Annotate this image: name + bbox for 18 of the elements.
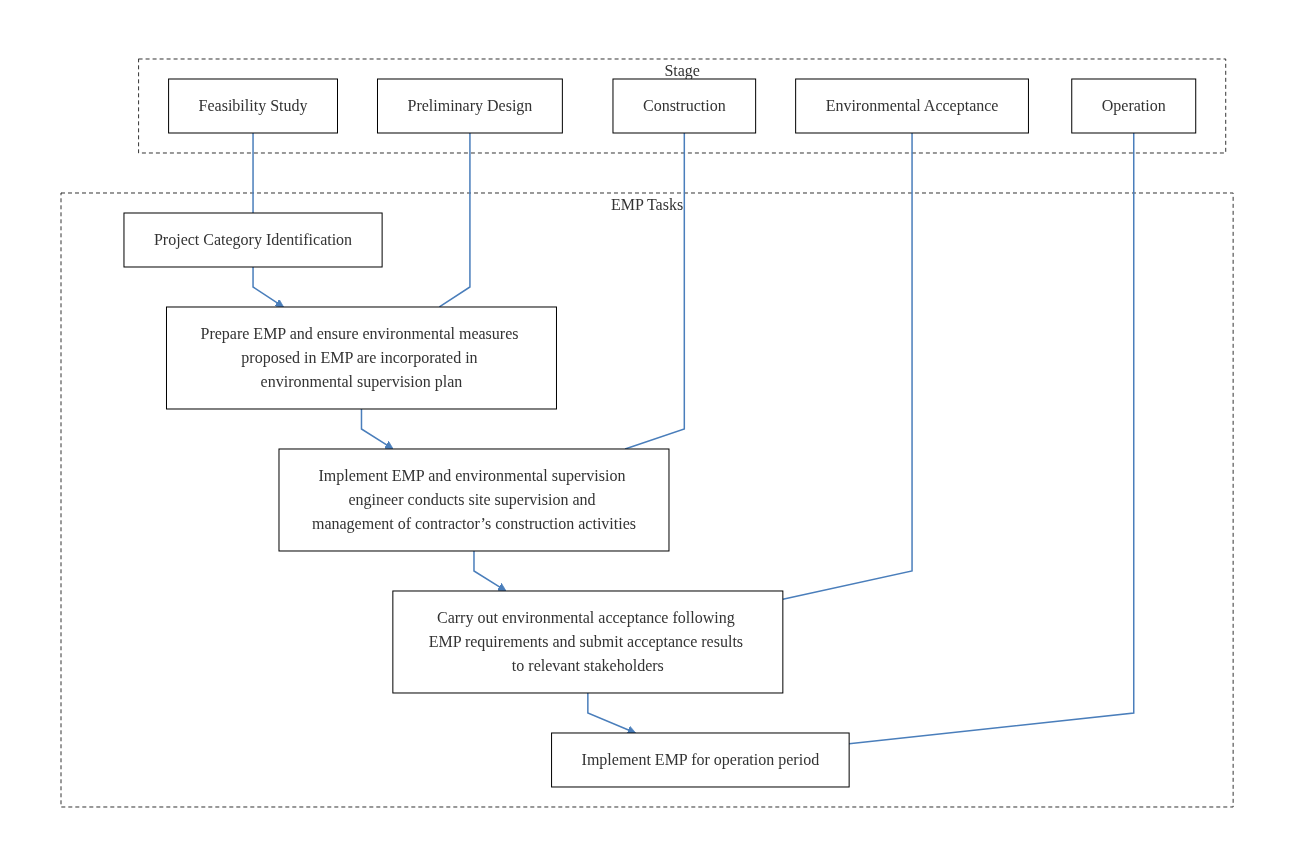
arrow	[587, 692, 637, 734]
node-box: Feasibility Study	[168, 78, 338, 134]
connector	[252, 132, 254, 214]
node-box: Preliminary Design	[376, 78, 563, 134]
connector	[438, 132, 471, 308]
node-box: Environmental Acceptance	[795, 78, 1029, 134]
arrow	[473, 550, 507, 592]
node-box: Operation	[1071, 78, 1197, 134]
arrow	[252, 266, 284, 308]
connector	[848, 132, 1135, 745]
node-box: Implement EMP for operation period	[551, 732, 850, 788]
node-box: Construction	[612, 78, 757, 134]
node-box: Implement EMP and environmental supervision engineer conducts site supervision and management of contractor’s construction activities	[278, 448, 670, 552]
node-box: Carry out environmental acceptance following EMP requirements and submit acceptance results to relevant stakeholders	[392, 590, 784, 694]
node-box: Project Category Identification	[123, 212, 383, 268]
node-box: Prepare EMP and ensure environmental measures proposed in EMP are incorporated in environmental supervision plan	[165, 306, 557, 410]
connector	[782, 132, 913, 601]
arrow	[360, 408, 394, 450]
